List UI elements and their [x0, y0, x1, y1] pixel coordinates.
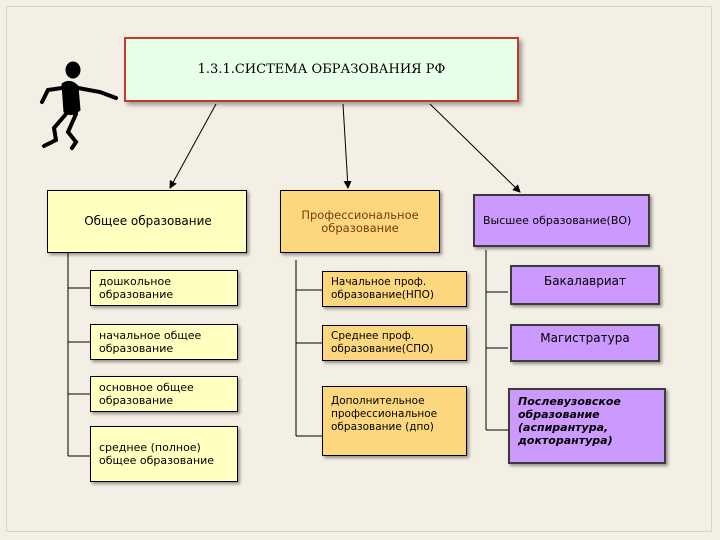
- arrow-to-higher: [429, 103, 521, 193]
- general-item: дошкольное образование: [90, 270, 238, 306]
- general-item: основное общее образование: [90, 376, 238, 412]
- professional-item: Дополнительное профессиональное образова…: [322, 386, 467, 456]
- arrow-to-professional: [342, 103, 352, 189]
- arrow-to-general: [169, 103, 217, 189]
- general-item: начальное общее образование: [90, 324, 238, 360]
- professional-item: Начальное проф. образование(НПО): [322, 271, 467, 307]
- general-bracket: [67, 252, 90, 457]
- diagram-title: 1.3.1.СИСТЕМА ОБРАЗОВАНИЯ РФ: [124, 37, 519, 102]
- higher-bracket: [485, 250, 508, 431]
- higher-header: Высшее образование(ВО): [473, 194, 650, 247]
- higher-item: Послевузовское образование (аспирантура,…: [508, 388, 666, 464]
- professional-bracket: [295, 260, 322, 437]
- general-header: Общее образование: [47, 190, 247, 253]
- general-item: среднее (полное) общее образование: [90, 426, 238, 482]
- higher-item: Бакалавриат: [510, 265, 660, 305]
- higher-item: Магистратура: [510, 324, 660, 362]
- slide-frame: [6, 6, 712, 532]
- professional-header: Профессиональное образование: [280, 190, 440, 253]
- professional-item: Среднее проф. образование(СПО): [322, 325, 467, 361]
- pointing-figure-icon: [40, 61, 118, 150]
